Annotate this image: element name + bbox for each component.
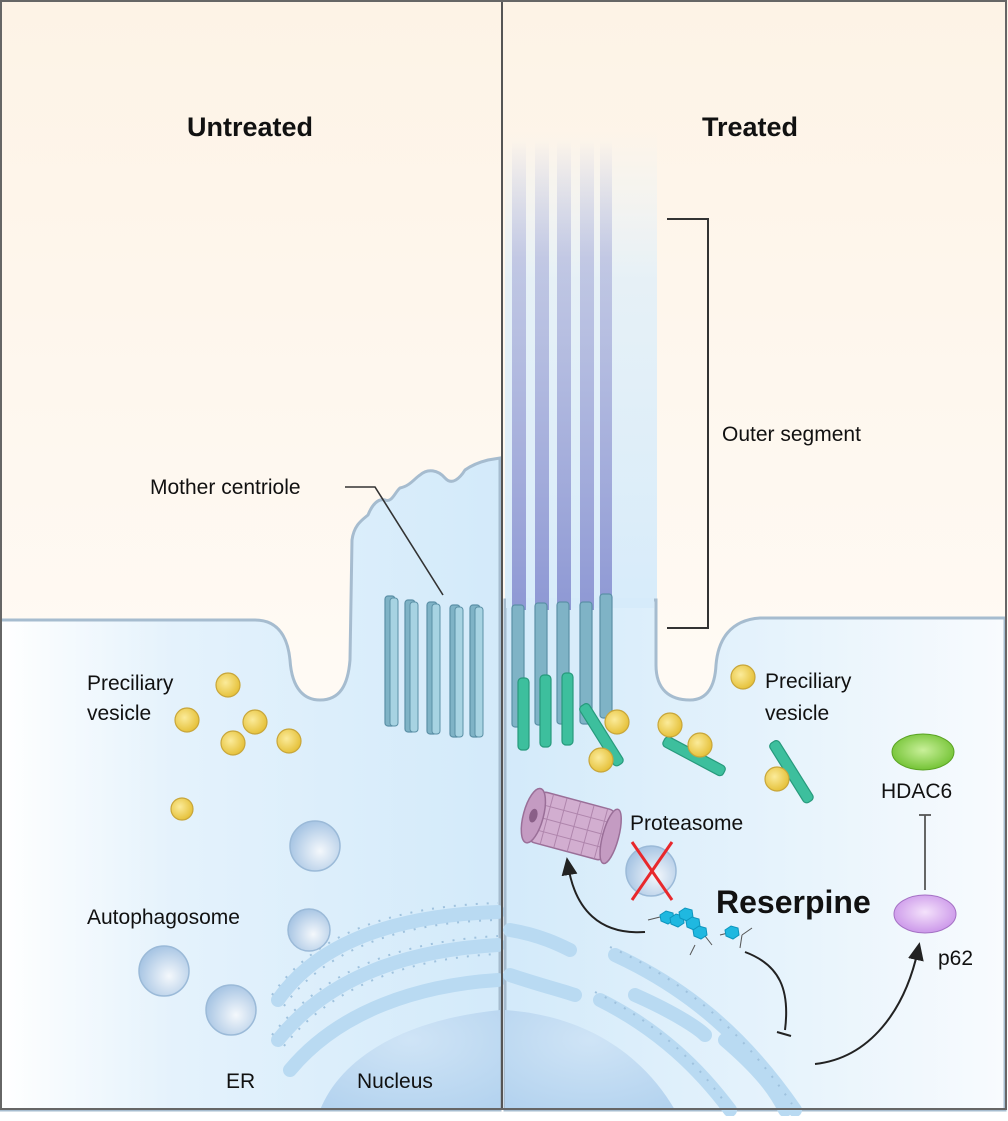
- endoplasmic-reticulum-right: [503, 923, 802, 1117]
- nucleus-right: [505, 1010, 675, 1110]
- preciliary-vesicles-left: [170, 672, 302, 821]
- mother-centriole: [384, 595, 484, 738]
- reserpine-to-proteasome-arrow: [561, 857, 646, 934]
- vesicle: [215, 672, 241, 698]
- axonemes: [512, 140, 612, 610]
- mother-centriole-leader: [345, 486, 444, 596]
- vesicle: [604, 709, 630, 735]
- reserpine-inhibits-nucleus-line: [744, 951, 788, 1031]
- hdac6-protein: [891, 733, 955, 771]
- vesicle: [276, 728, 302, 754]
- preciliary-vesicle-label-left-2: vesicle: [87, 702, 151, 725]
- preciliary-vesicle-label-left-1: Preciliary: [87, 672, 174, 695]
- er-label: ER: [226, 1070, 255, 1093]
- autophagosome: [287, 908, 331, 952]
- inhibition-x-icon: [630, 841, 674, 901]
- vesicle: [174, 707, 200, 733]
- proteasome: [520, 787, 622, 865]
- reserpine-label: Reserpine: [716, 884, 871, 920]
- nucleus-label: Nucleus: [357, 1070, 433, 1093]
- vesicle: [220, 730, 246, 756]
- proteasome-label: Proteasome: [630, 812, 743, 835]
- vesicle: [170, 797, 194, 821]
- nucleus-to-p62-arrow: [814, 942, 924, 1065]
- outer-segment-label: Outer segment: [722, 423, 861, 446]
- autophagosome-label: Autophagosome: [87, 906, 240, 929]
- outer-segment-bracket: [667, 218, 709, 629]
- vesicle: [657, 712, 683, 738]
- transition-zone-fragments: [517, 672, 814, 804]
- vesicle: [588, 747, 614, 773]
- treated-title: Treated: [702, 112, 798, 142]
- treated-cell-membrane: [503, 598, 1007, 1112]
- vesicle: [730, 664, 756, 690]
- mother-centriole-label: Mother centriole: [150, 476, 301, 499]
- er-ribosomes-left: [271, 902, 499, 1047]
- p62-protein: [893, 894, 957, 934]
- nucleus-left: [320, 1010, 500, 1110]
- autophagosomes-left: [138, 820, 341, 1036]
- endoplasmic-reticulum-left: [271, 905, 505, 1077]
- autophagosome: [205, 984, 257, 1036]
- untreated-title: Untreated: [187, 112, 313, 142]
- reserpine-molecule: [647, 907, 753, 956]
- hdac6-label: HDAC6: [881, 780, 952, 803]
- inhibition-bar: [776, 1031, 792, 1037]
- vesicle: [764, 766, 790, 792]
- preciliary-vesicle-label-right-2: vesicle: [765, 702, 829, 725]
- preciliary-vesicle-label-right-1: Preciliary: [765, 670, 852, 693]
- vesicle: [687, 732, 713, 758]
- treated-panel: Treated Outer segment Preciliary vesicle…: [503, 112, 1007, 1117]
- autophagosome: [138, 945, 190, 997]
- er-ribosomes-right: [594, 946, 793, 1105]
- autophagosome: [289, 820, 341, 872]
- untreated-cell-membrane: [0, 456, 502, 1112]
- vesicle: [242, 709, 268, 735]
- preciliary-vesicles-right: [588, 664, 790, 792]
- untreated-panel: Untreated Mother centriole Preciliary ve…: [0, 112, 505, 1112]
- p62-label: p62: [938, 947, 973, 970]
